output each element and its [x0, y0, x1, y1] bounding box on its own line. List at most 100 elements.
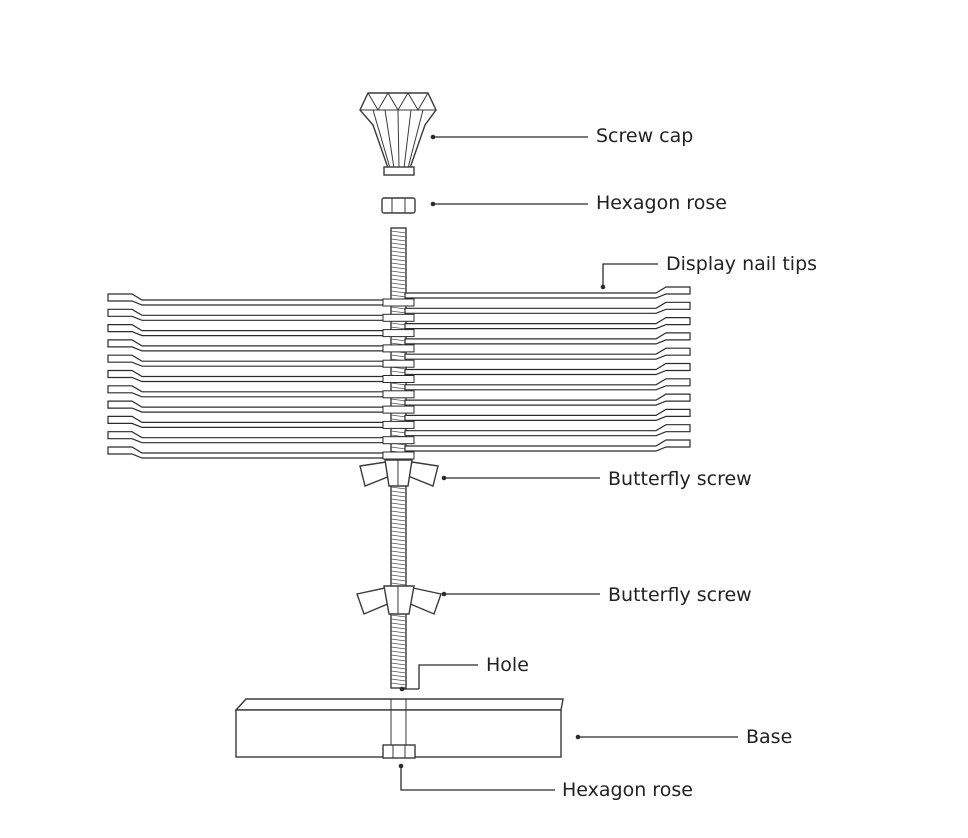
rod-thread — [390, 326, 407, 330]
rod-thread — [390, 546, 407, 550]
label-hexagon-rose-top: Hexagon rose — [596, 192, 727, 214]
rod-thread — [390, 510, 407, 514]
screw-cap-part — [359, 92, 437, 176]
rod-thread — [390, 370, 407, 374]
nail-tip-left — [107, 446, 393, 459]
nail-tip-right — [404, 286, 691, 299]
rod-thread — [390, 306, 407, 310]
rod-thread — [390, 502, 407, 506]
nail-tip-hole — [382, 344, 415, 353]
rod-thread — [390, 650, 407, 654]
rod-thread — [390, 518, 407, 522]
nail-tip-right — [404, 439, 691, 452]
rod-thread — [390, 634, 407, 638]
nail-tip-left — [107, 339, 393, 352]
rod-thread — [390, 354, 407, 358]
nail-tip-right — [404, 408, 691, 421]
butterfly-screw-upper-part — [359, 459, 439, 487]
rod-thread — [390, 530, 407, 534]
rod-thread — [390, 506, 407, 510]
label-hexagon-rose-bottom: Hexagon rose — [562, 779, 693, 801]
nail-tip-right — [404, 378, 691, 391]
nail-tip-hole — [382, 375, 415, 383]
rod-thread — [390, 526, 407, 530]
rod-thread — [390, 258, 407, 262]
rod-thread — [390, 614, 407, 618]
butterfly-screw-lower-part — [356, 585, 442, 615]
rod-thread — [390, 238, 407, 242]
rod-thread — [390, 618, 407, 622]
nail-tip-right — [404, 393, 691, 406]
rod-thread — [390, 642, 407, 646]
rod-thread — [390, 522, 407, 526]
rod-thread — [390, 310, 407, 314]
rod-thread — [390, 286, 407, 290]
rod-thread — [390, 570, 407, 574]
nail-tip-hole — [382, 329, 415, 338]
label-butterfly-screw-upper: Butterfly screw — [608, 468, 752, 490]
rod-thread — [390, 542, 407, 546]
rod-thread — [390, 282, 407, 286]
rod-thread — [390, 550, 407, 554]
nail-tip-hole — [382, 405, 415, 414]
hexagon-rose-bottom-part — [382, 744, 416, 759]
nail-tip-left — [107, 308, 393, 321]
rod-thread — [390, 294, 407, 298]
label-hole: Hole — [486, 654, 529, 676]
nail-tip-right — [404, 332, 691, 345]
rod-thread — [390, 514, 407, 518]
nail-tip-hole — [382, 298, 415, 307]
rod-thread — [390, 230, 407, 234]
rod-thread — [390, 622, 407, 626]
nail-tip-hole — [382, 313, 415, 322]
rod-thread — [390, 562, 407, 566]
rod-thread — [390, 430, 407, 434]
nail-tip-left — [107, 324, 393, 337]
rod-thread — [390, 418, 407, 422]
nail-tip-hole — [382, 390, 415, 399]
label-base: Base — [746, 726, 793, 748]
nail-tip-right — [404, 317, 691, 330]
nail-tip-hole — [382, 359, 415, 368]
rod-thread — [390, 566, 407, 570]
rod-thread — [390, 274, 407, 278]
rod-thread — [390, 290, 407, 294]
rod-thread — [390, 626, 407, 630]
rod-thread — [390, 658, 407, 662]
rod-thread — [390, 534, 407, 538]
nail-tip-left — [107, 369, 393, 383]
nail-tip-left — [107, 385, 393, 398]
nail-tip-left — [107, 431, 393, 444]
rod-thread — [390, 490, 407, 494]
label-screw-cap: Screw cap — [596, 125, 694, 147]
rod-thread — [390, 558, 407, 562]
rod-thread — [390, 266, 407, 270]
rod-thread — [390, 638, 407, 642]
rod-thread — [390, 402, 407, 406]
nail-tip-right — [404, 347, 691, 360]
rod-thread — [390, 278, 407, 282]
rod-thread — [390, 446, 407, 450]
rod-thread — [390, 494, 407, 498]
rod-thread — [390, 498, 407, 502]
rod-thread — [390, 322, 407, 326]
nail-tip-right — [404, 301, 691, 314]
rod-thread — [390, 574, 407, 578]
rod-thread — [390, 670, 407, 674]
rod-thread — [390, 262, 407, 266]
rod-thread — [390, 538, 407, 542]
leader-lines — [398, 134, 738, 791]
rod-thread — [390, 250, 407, 254]
rod-thread — [390, 674, 407, 678]
hexagon-rose-top-part — [381, 197, 416, 214]
rod-thread — [390, 338, 407, 342]
nail-tip-left — [107, 293, 393, 306]
nail-tip-hole — [382, 451, 415, 460]
rod-thread — [390, 242, 407, 246]
rod-thread — [390, 646, 407, 650]
label-display-nail-tips: Display nail tips — [666, 253, 818, 275]
rod-thread — [390, 654, 407, 658]
rod-thread — [390, 254, 407, 258]
